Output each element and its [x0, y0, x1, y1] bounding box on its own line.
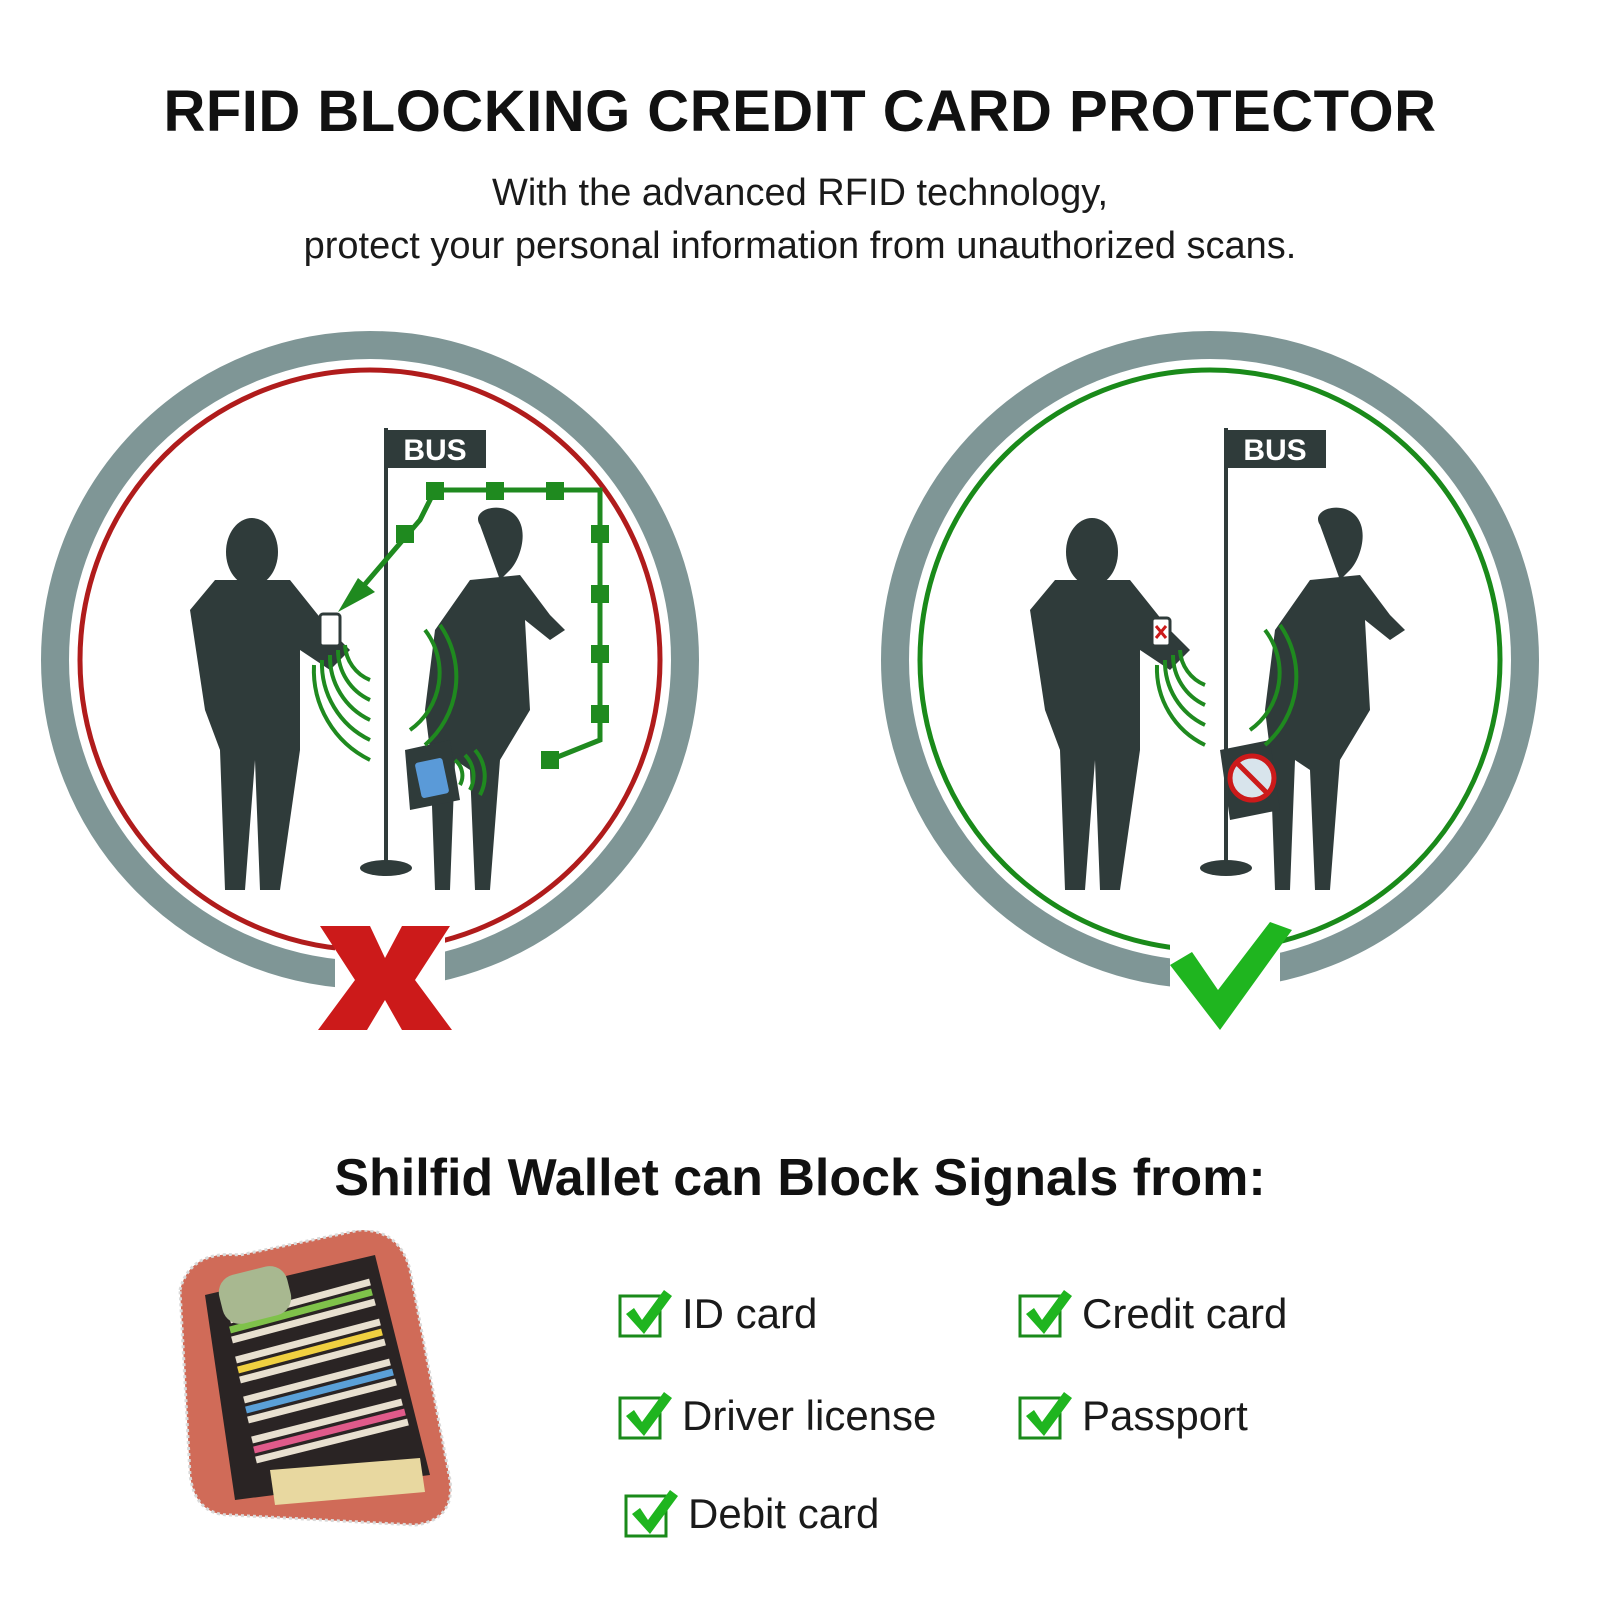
man-silhouette [1030, 518, 1190, 890]
man-silhouette [190, 518, 350, 890]
subtitle-line-1: With the advanced RFID technology, [491, 172, 1109, 214]
bus-sign-label: BUS [403, 434, 466, 467]
check-icon [624, 1490, 678, 1538]
subtitle-line-2: protect your personal information from u… [303, 225, 1297, 267]
green-check-icon [1170, 922, 1292, 1030]
block-item-label: ID card [682, 1290, 818, 1337]
check-icon [618, 1290, 672, 1338]
woman-silhouette [405, 507, 565, 890]
woman-silhouette [1220, 507, 1405, 890]
stolen-money-path [338, 482, 609, 769]
page-title: RFID BLOCKING CREDIT CARD PROTECTOR [163, 79, 1437, 144]
block-item-driver-license: Driver license [618, 1388, 936, 1444]
block-item-label: Driver license [682, 1392, 937, 1439]
block-item-label: Passport [1082, 1392, 1248, 1439]
block-signals-heading: Shilfid Wallet can Block Signals from: [334, 1149, 1266, 1207]
signal-waves [1154, 623, 1299, 747]
check-icon [1018, 1290, 1072, 1338]
block-item-passport: Passport [1018, 1388, 1248, 1444]
unprotected-scan-illustration: BUS [41, 331, 699, 1030]
check-icon [618, 1392, 672, 1440]
block-item-label: Debit card [688, 1490, 880, 1537]
block-item-id-card: ID card [618, 1286, 817, 1342]
block-item-credit-card: Credit card [1018, 1286, 1287, 1342]
block-item-label: Credit card [1082, 1290, 1288, 1337]
check-icon [1018, 1392, 1072, 1440]
red-x-icon [318, 920, 452, 1030]
bus-sign-label: BUS [1243, 434, 1306, 467]
protected-scan-illustration: BUS [881, 331, 1539, 1030]
block-item-debit-card: Debit card [624, 1486, 879, 1542]
wallet-product-image [178, 1230, 453, 1527]
signal-waves [311, 623, 487, 796]
